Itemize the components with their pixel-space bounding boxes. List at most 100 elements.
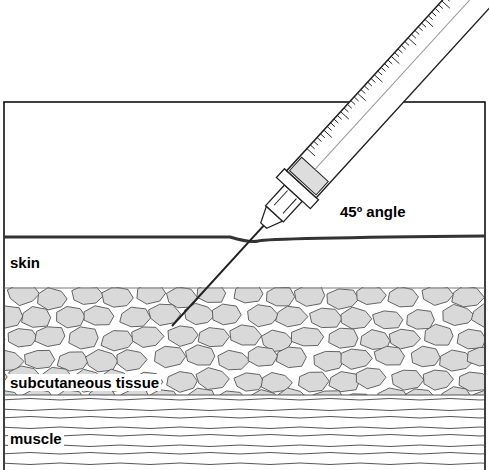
muscle-fibre	[5, 409, 484, 411]
fat-cell	[276, 347, 306, 368]
tissue-layer: skin	[4, 237, 485, 288]
needle	[172, 223, 266, 326]
fat-cell	[443, 304, 475, 325]
graduation-mark	[418, 27, 422, 31]
fat-cell	[389, 329, 420, 349]
fat-cell	[374, 346, 404, 365]
graduation-mark	[432, 12, 436, 16]
layer-label: subcutaneous tissue	[8, 374, 161, 391]
layer-label: skin	[8, 254, 42, 271]
syringe	[155, 0, 489, 342]
fat-cell	[155, 346, 186, 367]
graduation-mark	[357, 93, 365, 100]
graduation-mark	[401, 45, 405, 49]
fat-cell	[57, 352, 88, 371]
graduation-mark	[381, 67, 385, 71]
fat-cell	[84, 306, 114, 325]
fat-cell	[373, 311, 403, 329]
graduation-mark	[314, 141, 318, 145]
graduation-mark	[438, 5, 442, 9]
graduation-mark	[415, 30, 419, 34]
fat-cell	[167, 372, 198, 393]
graduation-mark	[428, 16, 432, 20]
graduation-mark	[442, 1, 450, 8]
fat-cell	[422, 287, 454, 305]
graduation-mark	[398, 49, 402, 53]
muscle-fibre	[5, 427, 484, 429]
fat-cell	[378, 388, 409, 395]
fat-cell	[278, 388, 309, 395]
fat-cell	[313, 391, 345, 395]
fat-cells	[5, 287, 484, 395]
fat-cell	[329, 372, 359, 392]
fat-cell	[473, 390, 484, 395]
graduation-mark	[435, 8, 439, 12]
fat-cell	[234, 373, 264, 391]
fat-cell	[5, 366, 7, 388]
graduation-mark	[391, 56, 399, 63]
fat-cell	[69, 327, 98, 349]
fat-cell	[250, 390, 280, 395]
fat-cell	[185, 388, 215, 395]
fat-cell	[299, 372, 330, 392]
fat-cell	[248, 347, 278, 367]
fat-cell	[314, 351, 344, 371]
layer-boundary	[4, 395, 485, 396]
fat-cell	[186, 345, 215, 365]
graduation-mark	[368, 82, 372, 86]
muscle-fibre	[5, 453, 484, 455]
fat-cell	[310, 308, 343, 327]
fat-cell	[196, 368, 229, 390]
fat-cell	[218, 350, 250, 370]
fat-cell	[441, 387, 472, 395]
graduation-mark	[364, 86, 368, 90]
graduation-mark	[331, 123, 335, 127]
fat-cell	[452, 287, 484, 307]
fat-cell	[471, 304, 484, 327]
graduation-mark	[341, 112, 349, 119]
fat-cell	[132, 327, 164, 347]
graduation-mark	[405, 42, 409, 46]
fat-cell	[38, 288, 68, 310]
graduation-mark	[411, 34, 415, 38]
fat-cell	[423, 370, 453, 390]
muscle-fibre	[5, 399, 484, 401]
fat-cell	[407, 310, 435, 330]
fat-cell	[198, 328, 229, 347]
muscle-fibre	[5, 417, 484, 419]
muscle-fibre	[5, 435, 484, 437]
fat-cell	[411, 346, 440, 367]
layer-boundary	[4, 288, 485, 289]
fat-cell	[35, 327, 65, 347]
fat-cell	[72, 287, 104, 304]
fat-cell	[291, 328, 323, 346]
muscle-fibre	[5, 445, 484, 447]
muscle-fibres	[5, 399, 484, 465]
fat-cell	[168, 326, 198, 347]
fat-cell	[57, 307, 86, 328]
graduation-mark	[408, 38, 416, 45]
fat-cell	[467, 347, 484, 366]
graduation-mark	[425, 19, 433, 26]
fat-cell	[234, 287, 263, 303]
graduation-mark	[371, 78, 375, 82]
tissue-layer: subcutaneous tissue	[4, 288, 485, 395]
fat-cell	[341, 349, 372, 369]
fat-cell	[457, 329, 484, 349]
fat-cell	[294, 287, 324, 306]
graduation-mark	[422, 23, 426, 27]
fat-cell	[137, 287, 166, 304]
skin-surface	[4, 236, 485, 242]
fat-cell	[341, 307, 372, 329]
graduation-mark	[395, 53, 399, 57]
fat-cell	[357, 287, 387, 305]
graduation-mark	[361, 90, 365, 94]
fat-cell	[102, 287, 134, 307]
graduation-mark	[310, 145, 314, 149]
graduation-mark	[334, 119, 338, 123]
graduation-mark	[347, 104, 351, 108]
fat-cell	[425, 324, 454, 345]
graduation-mark	[354, 97, 358, 101]
fat-cell	[120, 307, 151, 327]
graduation-mark	[378, 71, 382, 75]
